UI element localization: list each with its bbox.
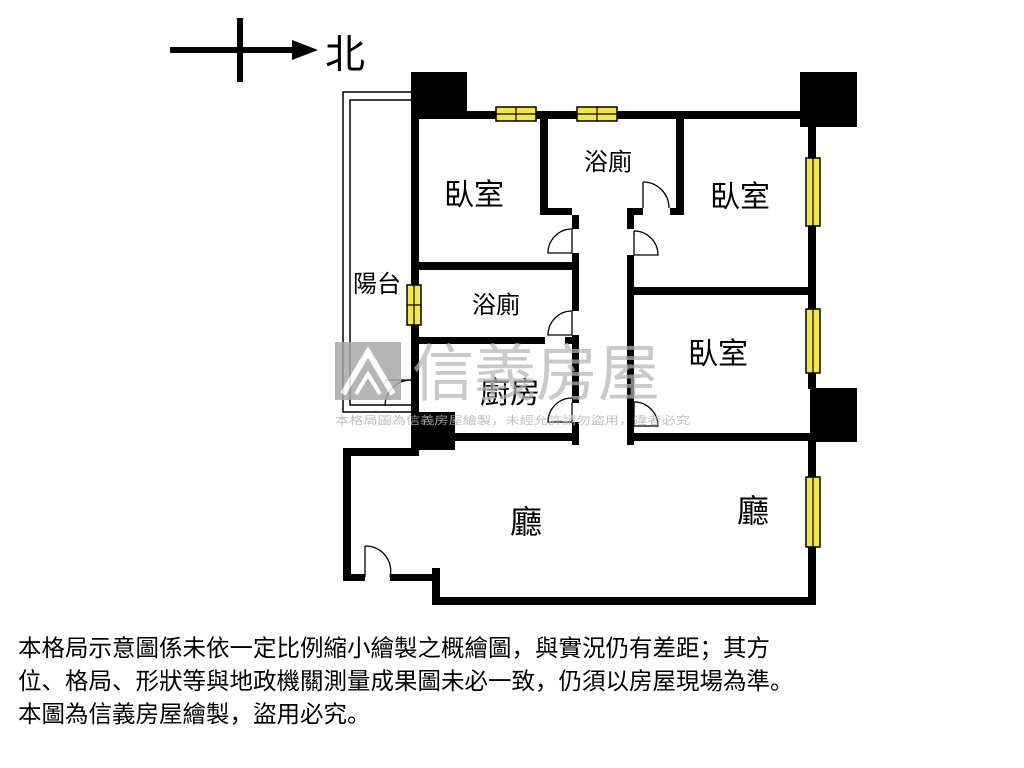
disclaimer: 本格局示意圖係未依一定比例縮小繪製之概繪圖，與實況仍有差距；其方 位、格局、形狀…	[18, 632, 1008, 731]
north-label: 北	[325, 32, 365, 78]
room-bedroom-middle-right: 臥室	[688, 337, 748, 372]
window-top-1	[495, 106, 537, 122]
room-living-left: 廳	[510, 503, 542, 541]
window-right-1	[805, 157, 821, 227]
watermark-caption: 本格局圖為信義房屋繪製，未經允許請勿盜用，違者必究	[335, 413, 690, 427]
door-bath-middle	[547, 310, 573, 336]
room-living-right: 廳	[737, 492, 769, 530]
door-bedroom-left	[547, 228, 573, 254]
window-right-3	[805, 476, 821, 548]
room-bedroom-top-right: 臥室	[710, 180, 770, 215]
room-bedroom-top-left: 臥室	[444, 178, 504, 213]
brand-logo-icon	[335, 342, 401, 400]
door-bath-top	[642, 181, 670, 209]
disclaimer-line-3: 本圖為信義房屋繪製，盜用必究。	[18, 700, 371, 728]
door-entrance	[364, 545, 392, 578]
door-corridor	[633, 401, 659, 427]
room-balcony: 陽台	[353, 270, 401, 298]
room-bath-middle: 浴廁	[472, 291, 520, 319]
window-balcony	[406, 284, 422, 326]
door-bedroom-right	[633, 230, 659, 256]
watermark-brand: 信義房屋	[412, 337, 660, 410]
door-kitchen	[547, 397, 573, 423]
room-bath-top: 浴廁	[584, 148, 632, 176]
room-kitchen: 廚房	[480, 376, 540, 411]
window-top-2	[576, 106, 618, 122]
windows	[406, 106, 821, 548]
floor-plan: 北	[170, 18, 857, 605]
window-right-2	[805, 308, 821, 374]
disclaimer-line-2: 位、格局、形狀等與地政機關測量成果圖未必一致，仍須以房屋現場為準。	[18, 667, 794, 695]
watermark: 信義房屋 本格局圖為信義房屋繪製，未經允許請勿盜用，違者必究	[335, 337, 690, 427]
balcony-railing	[342, 91, 411, 413]
north-arrow-icon	[170, 18, 318, 82]
disclaimer-line-1: 本格局示意圖係未依一定比例縮小繪製之概繪圖，與實況仍有差距；其方	[18, 634, 770, 662]
